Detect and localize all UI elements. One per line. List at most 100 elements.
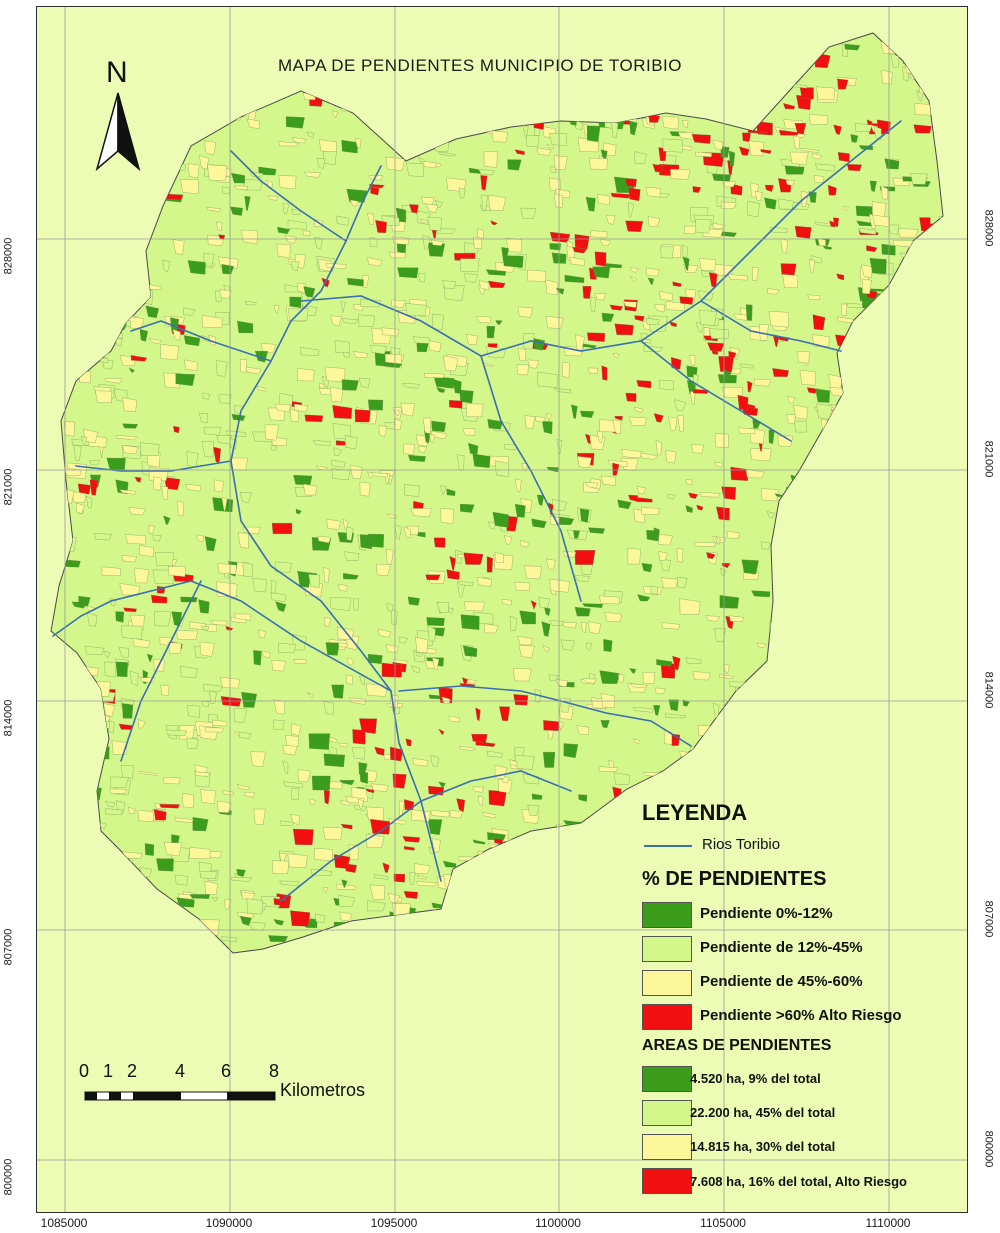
slope-patch	[56, 488, 75, 504]
slope-patch	[458, 856, 477, 861]
slope-patch	[862, 616, 879, 629]
slope-patch	[308, 733, 330, 750]
slope-patch	[236, 104, 247, 109]
slope-patch	[302, 230, 311, 236]
slope-patch	[106, 457, 126, 471]
slope-patch	[716, 506, 730, 521]
scale-label: 1	[102, 1061, 114, 1081]
slope-patch	[600, 720, 610, 728]
slope-patch	[898, 331, 912, 339]
slope-patch	[186, 451, 199, 468]
slope-patch	[931, 474, 938, 482]
slope-patch	[916, 619, 933, 625]
slope-patch	[645, 318, 660, 325]
slope-patch	[81, 347, 102, 358]
slope-patch	[89, 460, 101, 466]
slope-patch	[545, 315, 564, 329]
slope-patch	[745, 786, 760, 801]
slope-patch	[876, 906, 897, 918]
slope-patch	[314, 958, 323, 969]
slope-patch	[938, 125, 943, 136]
slope-patch	[571, 404, 578, 419]
slope-patch	[365, 785, 373, 800]
slope-patch	[460, 503, 475, 513]
slope-patch	[725, 724, 734, 735]
slope-patch	[472, 786, 484, 793]
slope-patch	[268, 949, 290, 953]
slope-patch	[267, 195, 278, 201]
slope-patch	[448, 400, 463, 409]
slope-patch	[261, 343, 277, 354]
slope-patch	[175, 373, 196, 386]
slope-patch	[714, 461, 724, 468]
slope-patch	[246, 118, 260, 130]
slope-patch	[303, 286, 316, 298]
slope-patch	[79, 181, 87, 188]
slope-patch	[493, 102, 505, 108]
slope-patch	[792, 716, 805, 731]
slope-patch	[272, 860, 290, 874]
slope-patch	[658, 551, 669, 561]
slope-patch	[779, 677, 790, 686]
slope-patch	[222, 33, 242, 42]
slope-patch	[264, 424, 279, 441]
slope-patch	[928, 634, 941, 646]
slope-patch	[941, 84, 943, 100]
slope-patch	[204, 880, 218, 895]
slope-patch	[652, 163, 664, 173]
slope-patch	[900, 590, 919, 602]
slope-patch	[647, 277, 654, 286]
slope-patch	[889, 673, 905, 689]
slope-patch	[405, 303, 427, 316]
slope-patch	[780, 238, 788, 254]
slope-patch	[85, 873, 101, 880]
slope-patch	[814, 52, 831, 69]
slope-patch	[347, 657, 355, 666]
slope-patch	[939, 216, 943, 229]
slope-patch	[740, 689, 750, 695]
slope-patch	[476, 577, 492, 587]
slope-patch	[714, 628, 726, 643]
slope-patch	[880, 605, 886, 615]
slope-patch	[728, 150, 736, 167]
slope-patch	[369, 237, 378, 248]
slope-patch	[193, 771, 211, 777]
slope-patch	[582, 603, 603, 608]
slope-patch	[91, 264, 98, 281]
slope-patch	[869, 658, 888, 668]
slope-patch	[794, 225, 812, 239]
slope-patch	[818, 894, 826, 901]
slope-patch	[97, 863, 113, 879]
slope-patch	[188, 932, 204, 938]
slope-patch	[623, 795, 634, 807]
slope-patch	[97, 954, 108, 966]
slope-patch	[811, 153, 823, 160]
slope-patch	[91, 884, 100, 901]
slope-patch	[308, 78, 315, 86]
slope-patch	[417, 115, 428, 132]
slope-patch	[488, 790, 507, 807]
slope-patch	[860, 264, 873, 278]
slope-patch	[592, 95, 602, 108]
river-northeast	[300, 120, 902, 357]
slope-patch	[323, 151, 337, 166]
slope-patch	[934, 833, 942, 844]
slope-patch	[325, 262, 347, 269]
slope-patch	[51, 466, 66, 473]
slope-patch	[673, 399, 687, 411]
slope-patch	[562, 361, 570, 378]
municipality-boundary[interactable]	[50, 32, 944, 954]
map-canvas[interactable]	[37, 7, 967, 1212]
slope-patch	[793, 404, 808, 420]
slope-patch	[738, 427, 756, 435]
slope-patch	[871, 578, 878, 595]
legend-label-slope-1: Pendiente de 12%-45%	[700, 939, 863, 956]
slope-patch	[574, 606, 591, 617]
slope-patch	[52, 406, 59, 415]
river-tributary-8	[120, 580, 202, 762]
slope-patch	[393, 37, 409, 50]
slope-patch	[426, 203, 439, 213]
slope-patch	[79, 93, 90, 102]
river-tributary-1	[75, 460, 232, 472]
slope-patch	[697, 725, 714, 736]
